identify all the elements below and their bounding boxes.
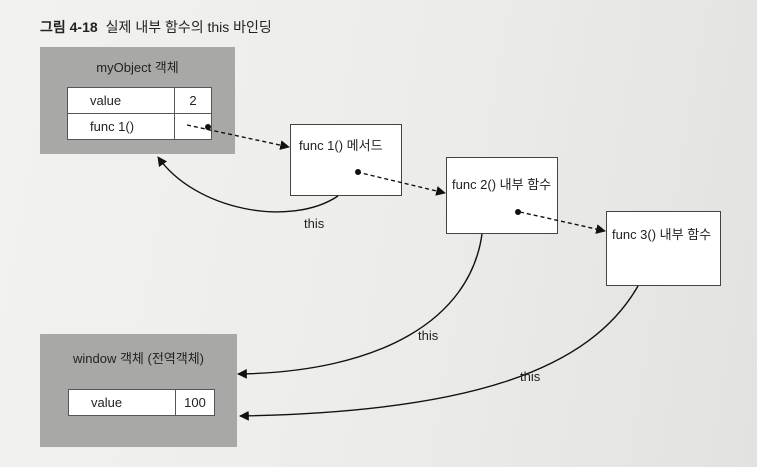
func1-method-box: func 1() 메서드: [290, 124, 402, 196]
property-value: [174, 113, 212, 140]
figure-number: 그림 4-18: [40, 19, 98, 35]
this-label-func1: this: [304, 216, 325, 231]
ref-arrow-func2: [356, 171, 446, 196]
this-label-func3: this: [520, 369, 541, 384]
this-arrow-func1: [157, 156, 339, 213]
reference-dot: [515, 209, 521, 215]
ref-arrow-func1: [186, 124, 290, 150]
my-object-box: myObject 객체 value 2 func 1(): [40, 47, 235, 154]
property-value: 2: [174, 87, 212, 114]
property-name: value: [68, 389, 176, 416]
property-name: func 1(): [67, 113, 175, 140]
func3-label: func 3() 내부 함수: [612, 227, 712, 242]
my-object-title: myObject 객체: [96, 60, 179, 75]
this-arrow-func3: [239, 285, 639, 421]
func3-inner-box: func 3() 내부 함수: [606, 211, 721, 286]
func2-inner-box: func 2() 내부 함수: [446, 157, 558, 234]
reference-dot: [205, 124, 211, 130]
func1-label: func 1() 메서드: [299, 138, 383, 153]
window-object-box: window 객체 (전역객체) value 100: [40, 334, 237, 447]
table-row: value 100: [68, 389, 215, 416]
table-row: func 1(): [67, 113, 212, 140]
figure-title: 실제 내부 함수의 this 바인딩: [105, 19, 272, 35]
window-object-title: window 객체 (전역객체): [73, 351, 204, 366]
this-arrow-func2: [237, 233, 483, 379]
ref-arrow-func3: [519, 211, 606, 234]
table-row: value 2: [67, 87, 212, 114]
property-value: 100: [175, 389, 215, 416]
window-object-table: value 100: [68, 389, 215, 416]
my-object-table: value 2 func 1(): [67, 87, 212, 140]
func2-label: func 2() 내부 함수: [452, 177, 552, 192]
this-label-func2: this: [418, 328, 439, 343]
figure-caption: 그림 4-18 실제 내부 함수의 this 바인딩: [40, 17, 272, 37]
